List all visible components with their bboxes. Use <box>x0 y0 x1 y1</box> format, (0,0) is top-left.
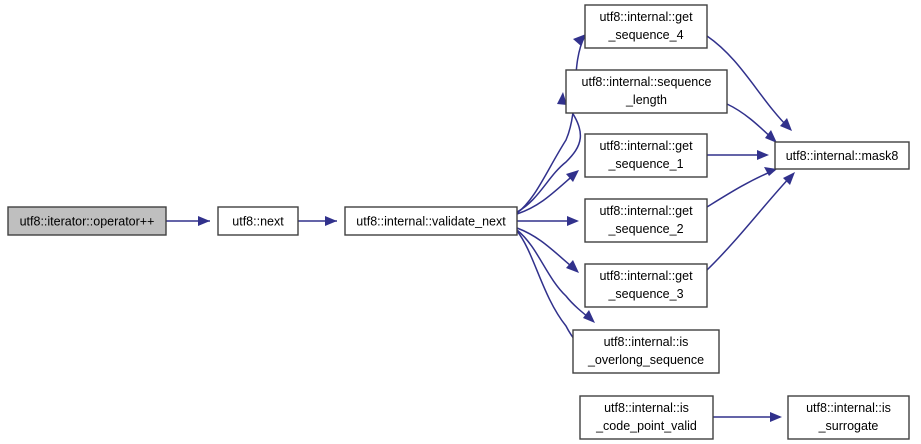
arrowhead-icon <box>325 216 337 226</box>
edge-validate_next-to-get_sequence_3 <box>516 227 579 273</box>
arrowhead-icon <box>770 412 782 422</box>
node-box[interactable] <box>787 395 910 440</box>
edge-get_sequence_1-to-mask8 <box>707 150 769 160</box>
arrowhead-icon <box>780 118 792 131</box>
node-box[interactable] <box>584 133 708 178</box>
edge-get_sequence_2-to-mask8 <box>706 167 777 208</box>
node-validate_next[interactable]: utf8::internal::validate_next <box>344 206 518 236</box>
edge-validate_next-to-get_sequence_2 <box>517 216 579 226</box>
arrowhead-icon <box>198 216 210 226</box>
node-box[interactable] <box>344 206 518 236</box>
edge-get_sequence_4-to-mask8 <box>706 35 792 131</box>
edge-line <box>706 173 794 271</box>
node-operator_pp[interactable]: utf8::iterator::operator++ <box>7 206 167 236</box>
arrowhead-icon <box>567 216 579 226</box>
edge-operator_pp-to-next <box>166 216 210 226</box>
node-box[interactable] <box>565 69 728 114</box>
node-box[interactable] <box>579 395 714 440</box>
node-box[interactable] <box>584 4 708 49</box>
node-box[interactable] <box>584 263 708 308</box>
node-get_sequence_4[interactable]: utf8::internal::get_sequence_4 <box>584 4 708 49</box>
node-get_sequence_2[interactable]: utf8::internal::get_sequence_2 <box>584 198 708 243</box>
edge-line <box>516 171 578 215</box>
arrowhead-icon <box>566 260 579 273</box>
arrowhead-icon <box>757 150 769 160</box>
node-next[interactable]: utf8::next <box>217 206 299 236</box>
node-is_overlong_sequence[interactable]: utf8::internal::is_overlong_sequence <box>572 329 720 374</box>
node-is_surrogate[interactable]: utf8::internal::is_surrogate <box>787 395 910 440</box>
node-box[interactable] <box>217 206 299 236</box>
arrowhead-icon <box>557 92 567 105</box>
edge-validate_next-to-get_sequence_4 <box>516 34 586 214</box>
edge-line <box>706 35 791 130</box>
node-box[interactable] <box>774 141 910 170</box>
node-box[interactable] <box>7 206 167 236</box>
node-box[interactable] <box>584 198 708 243</box>
node-mask8[interactable]: utf8::internal::mask8 <box>774 141 910 170</box>
arrowhead-icon <box>573 34 586 46</box>
arrowhead-icon <box>566 170 579 182</box>
edges-layer <box>166 34 795 422</box>
edge-line <box>516 227 578 272</box>
arrowhead-icon <box>764 167 777 176</box>
node-is_code_point_valid[interactable]: utf8::internal::is_code_point_valid <box>579 395 714 440</box>
node-get_sequence_1[interactable]: utf8::internal::get_sequence_1 <box>584 133 708 178</box>
edge-is_code_point_valid-to-is_surrogate <box>713 412 782 422</box>
edge-validate_next-to-get_sequence_1 <box>516 170 579 215</box>
node-sequence_length[interactable]: utf8::internal::sequence_length <box>565 69 728 114</box>
node-box[interactable] <box>572 329 720 374</box>
edge-next-to-validate_next <box>298 216 337 226</box>
edge-sequence_length-to-mask8 <box>726 103 777 143</box>
edge-line <box>516 103 582 213</box>
arrowhead-icon <box>783 172 795 185</box>
edge-line <box>516 35 586 214</box>
edge-get_sequence_3-to-mask8 <box>706 172 795 271</box>
edge-validate_next-to-sequence_length <box>516 92 582 213</box>
edge-line <box>516 229 594 322</box>
edge-validate_next-to-is_overlong_sequence <box>516 229 595 323</box>
arrowhead-icon <box>583 310 595 323</box>
node-get_sequence_3[interactable]: utf8::internal::get_sequence_3 <box>584 263 708 308</box>
arrowhead-icon <box>765 130 777 143</box>
edge-line <box>706 169 776 208</box>
